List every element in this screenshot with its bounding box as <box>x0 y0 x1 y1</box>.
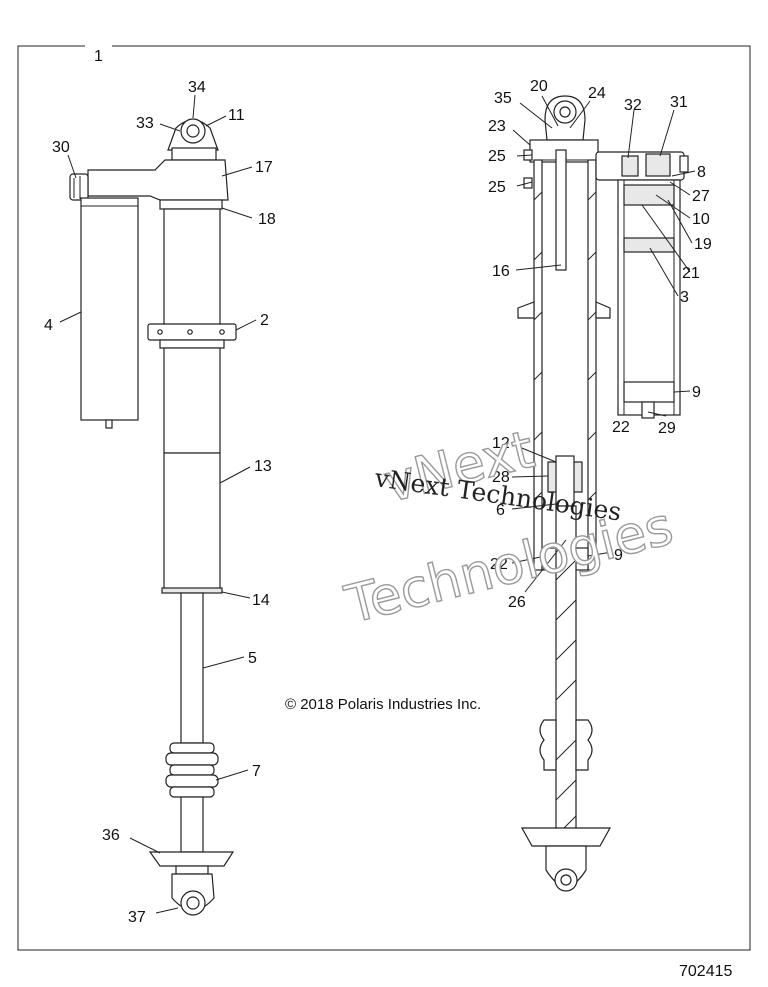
callout-28: 28 <box>492 469 510 486</box>
callout-22-upper: 22 <box>612 419 630 436</box>
callout-34: 34 <box>188 79 206 96</box>
callout-27: 27 <box>692 188 710 205</box>
callout-25-upper: 25 <box>488 148 506 165</box>
callout-16: 16 <box>492 263 510 280</box>
reference-number: 702415 <box>679 963 732 980</box>
callout-18: 18 <box>258 211 276 228</box>
callout-22-lower: 22 <box>490 556 508 573</box>
callout-23: 23 <box>488 118 506 135</box>
callout-20: 20 <box>530 78 548 95</box>
callout-8: 8 <box>697 164 706 181</box>
callout-13: 13 <box>254 458 272 475</box>
leader-lines <box>59 94 696 914</box>
callout-numbers: 1 34 33 11 30 17 18 4 2 13 14 5 7 36 37 … <box>44 48 712 926</box>
callout-1: 1 <box>94 48 103 65</box>
callout-19: 19 <box>694 236 712 253</box>
copyright-text: © 2018 Polaris Industries Inc. <box>285 696 481 713</box>
callout-25-lower: 25 <box>488 179 506 196</box>
callout-4: 4 <box>44 317 53 334</box>
callout-32: 32 <box>624 97 642 114</box>
diagram-frame <box>17 45 751 951</box>
callout-26: 26 <box>508 594 526 611</box>
right-shock-cutaway <box>517 95 689 892</box>
callout-7: 7 <box>252 763 261 780</box>
callout-10: 10 <box>692 211 710 228</box>
callout-21: 21 <box>682 265 700 282</box>
callout-14: 14 <box>252 592 270 609</box>
callout-17: 17 <box>255 159 273 176</box>
callout-6: 6 <box>496 502 505 519</box>
callout-33: 33 <box>136 115 154 132</box>
callout-29: 29 <box>658 420 676 437</box>
watermark-outline-2: Technologies <box>339 497 679 636</box>
callout-12: 12 <box>492 435 510 452</box>
callout-9-lower: 9 <box>614 547 623 564</box>
callout-2: 2 <box>260 312 269 329</box>
callout-36: 36 <box>102 827 120 844</box>
callout-11: 11 <box>228 107 245 124</box>
callout-37: 37 <box>128 909 146 926</box>
callout-31: 31 <box>670 94 688 111</box>
left-shock-exterior <box>69 118 237 916</box>
callout-3: 3 <box>680 289 689 306</box>
callout-30: 30 <box>52 139 70 156</box>
callout-5: 5 <box>248 650 257 667</box>
callout-9-upper: 9 <box>692 384 701 401</box>
callout-24: 24 <box>588 85 606 102</box>
callout-35: 35 <box>494 90 512 107</box>
